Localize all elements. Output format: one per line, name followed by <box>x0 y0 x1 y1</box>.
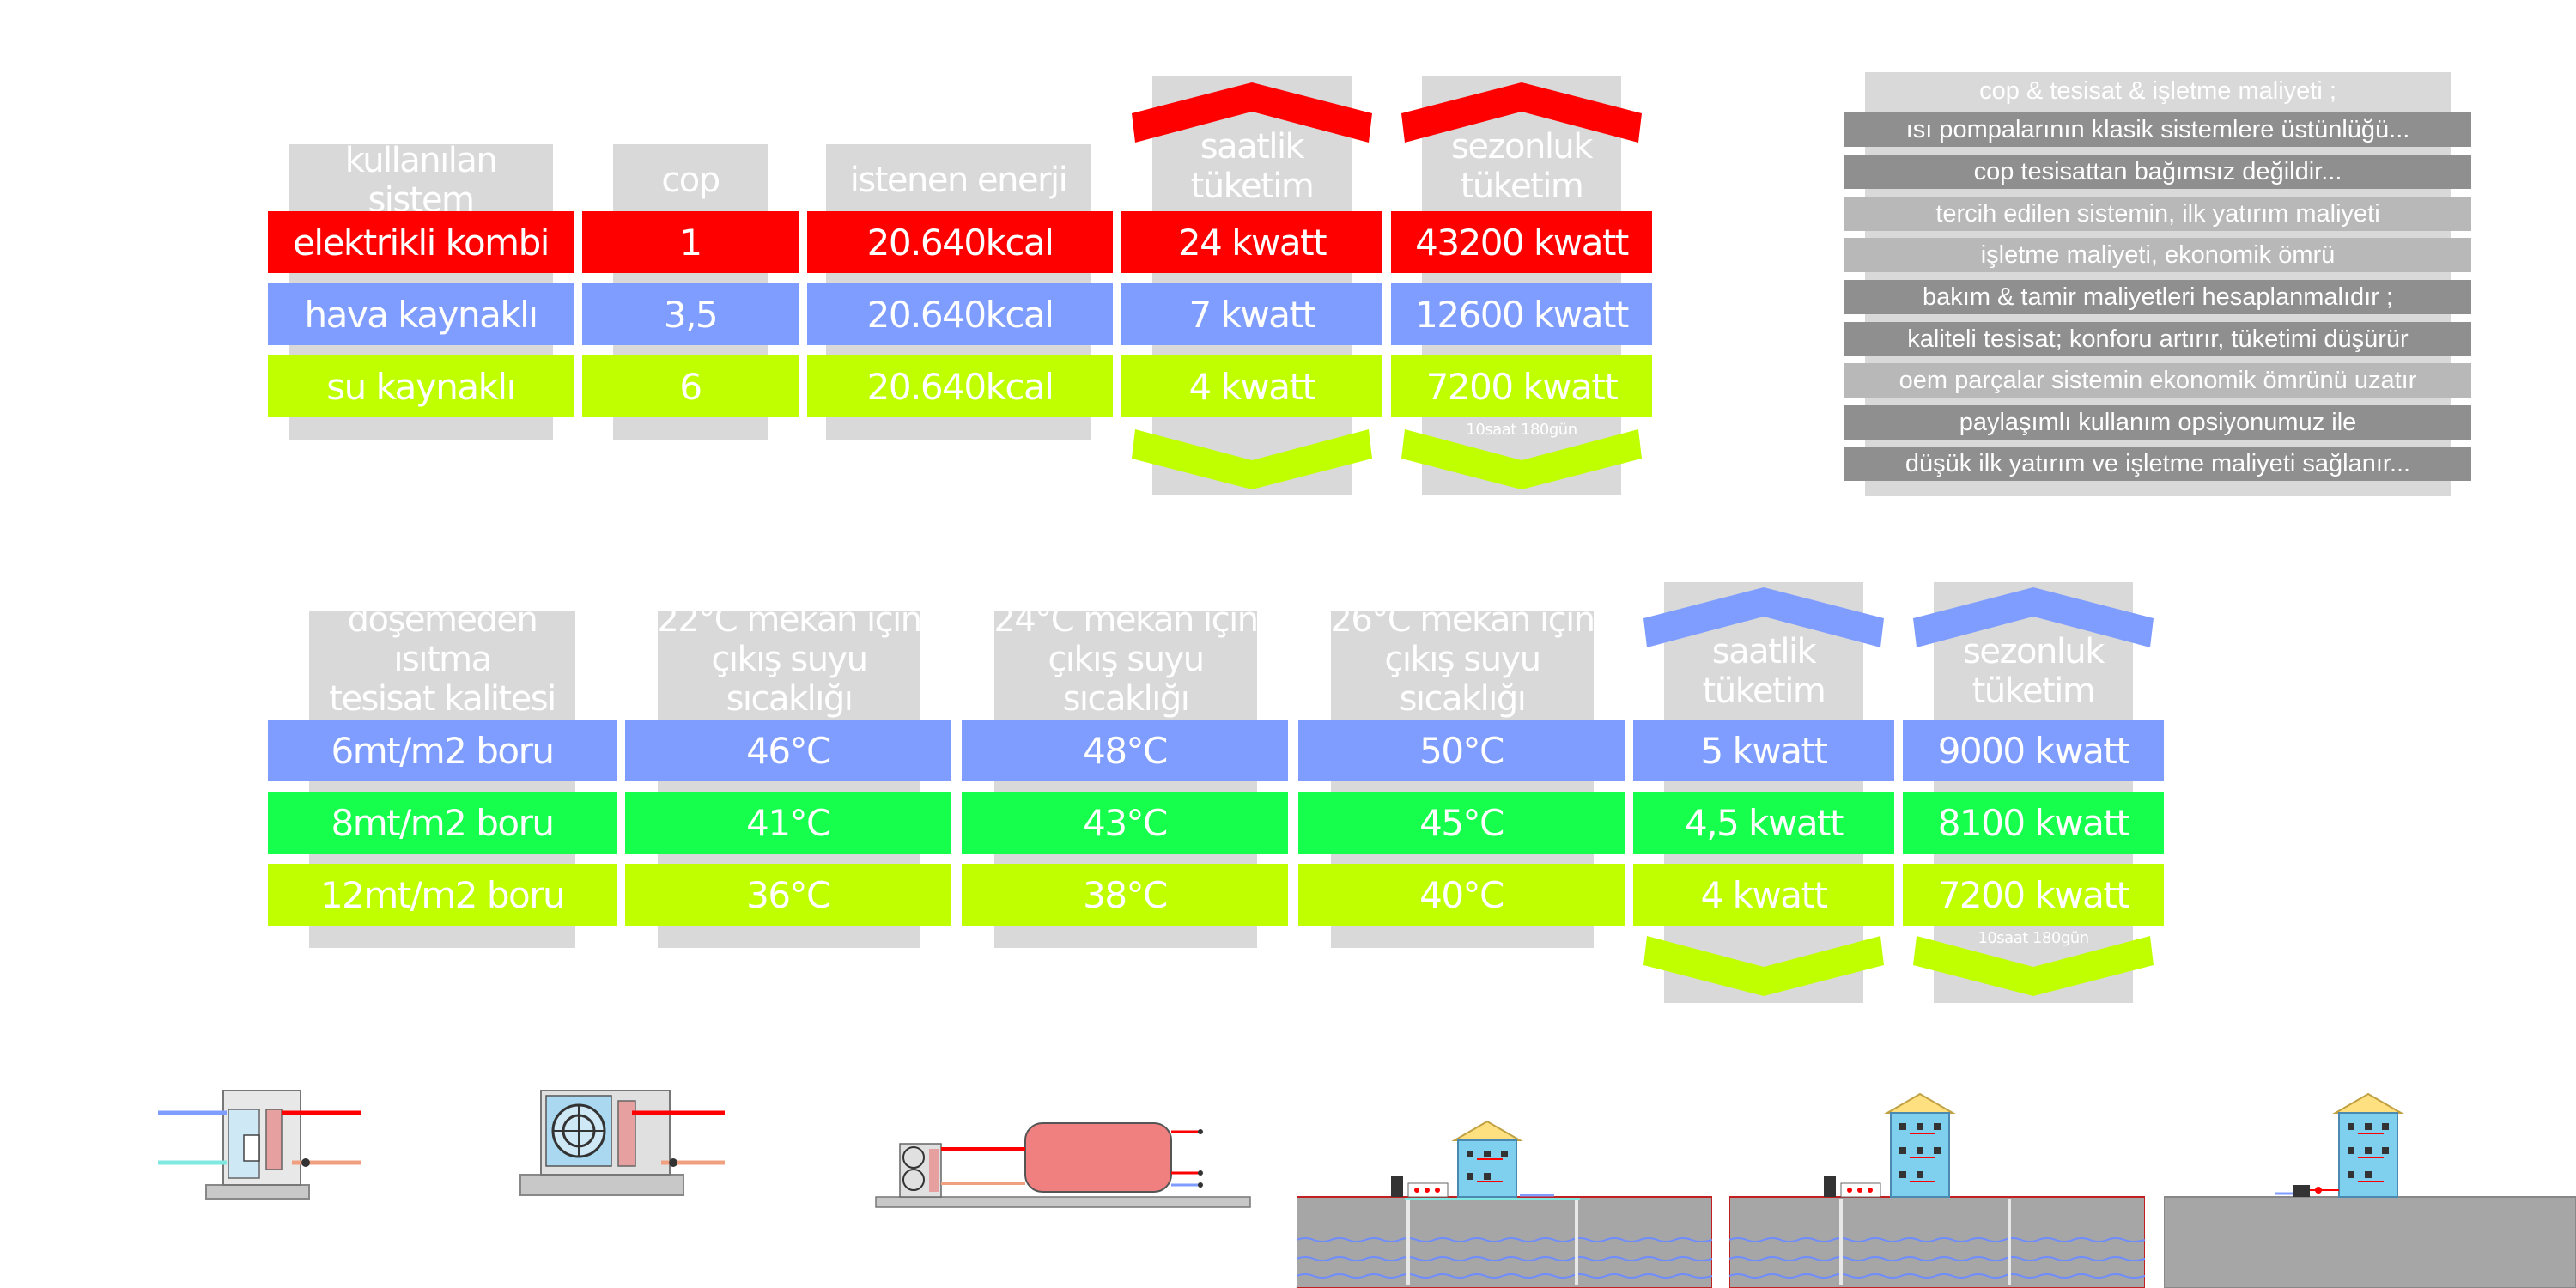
t2-r2-seasonal: 8100 kwatt <box>1903 792 2164 854</box>
water-tank-icon <box>875 1122 1251 1208</box>
t2-r2-24: 43°C <box>962 792 1288 854</box>
t1-r1-hourly: 24 kwatt <box>1121 211 1382 273</box>
t2-header-seasonal: sezonluk tüketim <box>1963 632 2105 711</box>
t1-r3-cop: 6 <box>582 355 799 417</box>
t2-r1-quality: 6mt/m2 boru <box>268 720 617 781</box>
t2-header-24: 24°C mekan için çıkış suyu sıcaklığı <box>993 600 1259 719</box>
t2-r3-22: 36°C <box>625 864 951 926</box>
house-icon <box>2164 1092 2576 1288</box>
t2-header-hourly: saatlik tüketim <box>1702 632 1826 711</box>
t1-r2-cop: 3,5 <box>582 283 799 345</box>
t2-r1-24: 48°C <box>962 720 1288 781</box>
t2-header-26: 26°C mekan için çıkış suyu sıcaklığı <box>1330 600 1595 719</box>
t2-r1-22: 46°C <box>625 720 951 781</box>
t1-r3-hourly: 4 kwatt <box>1121 355 1382 417</box>
right-panel-line: düşük ilk yatırım ve işletme maliyeti sa… <box>1844 447 2471 481</box>
chevron-up-icon <box>1913 587 2154 647</box>
t1-r2-system: hava kaynaklı <box>268 283 574 345</box>
t2-r2-hourly: 4,5 kwatt <box>1633 792 1894 854</box>
house-icon <box>1297 1120 1712 1288</box>
t1-r1-system: elektrikli kombi <box>268 211 574 273</box>
right-panel-line: tercih edilen sistemin, ilk yatırım mali… <box>1844 197 2471 231</box>
chevron-up-icon <box>1643 587 1884 647</box>
t1-r3-system: su kaynaklı <box>268 355 574 417</box>
t1-r1-energy: 20.640kcal <box>807 211 1113 273</box>
chevron-up-icon <box>1132 82 1372 143</box>
chevron-up-icon <box>1401 82 1642 143</box>
t1-header-energy: istenen enerji <box>849 161 1068 200</box>
t1-r3-seasonal: 7200 kwatt <box>1391 355 1652 417</box>
t2-r3-quality: 12mt/m2 boru <box>268 864 617 926</box>
t1-r1-cop: 1 <box>582 211 799 273</box>
heat-pump-icon <box>519 1090 725 1196</box>
t1-header-hourly: saatlik tüketim <box>1190 127 1315 206</box>
right-panel-line: bakım & tamir maliyetleri hesaplanmalıdı… <box>1844 280 2471 314</box>
t2-r3-seasonal: 7200 kwatt <box>1903 864 2164 926</box>
right-panel-title: cop & tesisat & işletme maliyeti ; <box>1865 74 2451 108</box>
t2-r2-quality: 8mt/m2 boru <box>268 792 617 854</box>
t2-r2-26: 45°C <box>1298 792 1625 854</box>
chevron-down-icon <box>1401 429 1642 489</box>
t2-note: 10saat 180gün <box>1978 929 2089 947</box>
right-panel-line: paylaşımlı kullanım opsiyonumuz ile <box>1844 405 2471 440</box>
t2-r3-24: 38°C <box>962 864 1288 926</box>
t2-r3-26: 40°C <box>1298 864 1625 926</box>
t2-r1-26: 50°C <box>1298 720 1625 781</box>
t2-header-22: 22°C mekan için çıkış suyu sıcaklığı <box>657 600 922 719</box>
t1-note: 10saat 180gün <box>1466 421 1577 439</box>
t2-r2-22: 41°C <box>625 792 951 854</box>
t2-r1-hourly: 5 kwatt <box>1633 720 1894 781</box>
chevron-down-icon <box>1643 936 1884 996</box>
t2-r1-seasonal: 9000 kwatt <box>1903 720 2164 781</box>
t1-r2-energy: 20.640kcal <box>807 283 1113 345</box>
t1-header-seasonal: sezonluk tüketim <box>1451 127 1593 206</box>
right-panel-line: işletme maliyeti, ekonomik ömrü <box>1844 238 2471 272</box>
chevron-down-icon <box>1132 429 1372 489</box>
t1-r1-seasonal: 43200 kwatt <box>1391 211 1652 273</box>
t2-r3-hourly: 4 kwatt <box>1633 864 1894 926</box>
house-icon <box>1729 1092 2145 1288</box>
heat-pump-icon <box>158 1090 361 1200</box>
chevron-down-icon <box>1913 936 2154 996</box>
right-panel-line: oem parçalar sistemin ekonomik ömrünü uz… <box>1844 363 2471 398</box>
right-panel-line: cop tesisattan bağımsız değildir... <box>1844 155 2471 189</box>
t1-r2-hourly: 7 kwatt <box>1121 283 1382 345</box>
right-panel-line: kaliteli tesisat; konforu artırır, tüket… <box>1844 322 2471 356</box>
t1-r2-seasonal: 12600 kwatt <box>1391 283 1652 345</box>
t1-header-system: kullanılan sistem <box>344 141 498 220</box>
t2-header-quality: döşemeden ısıtma tesisat kalitesi <box>329 600 556 719</box>
right-panel-line: ısı pompalarının klasik sistemlere üstün… <box>1844 112 2471 147</box>
t1-header-cop: cop <box>661 161 720 200</box>
t1-r3-energy: 20.640kcal <box>807 355 1113 417</box>
